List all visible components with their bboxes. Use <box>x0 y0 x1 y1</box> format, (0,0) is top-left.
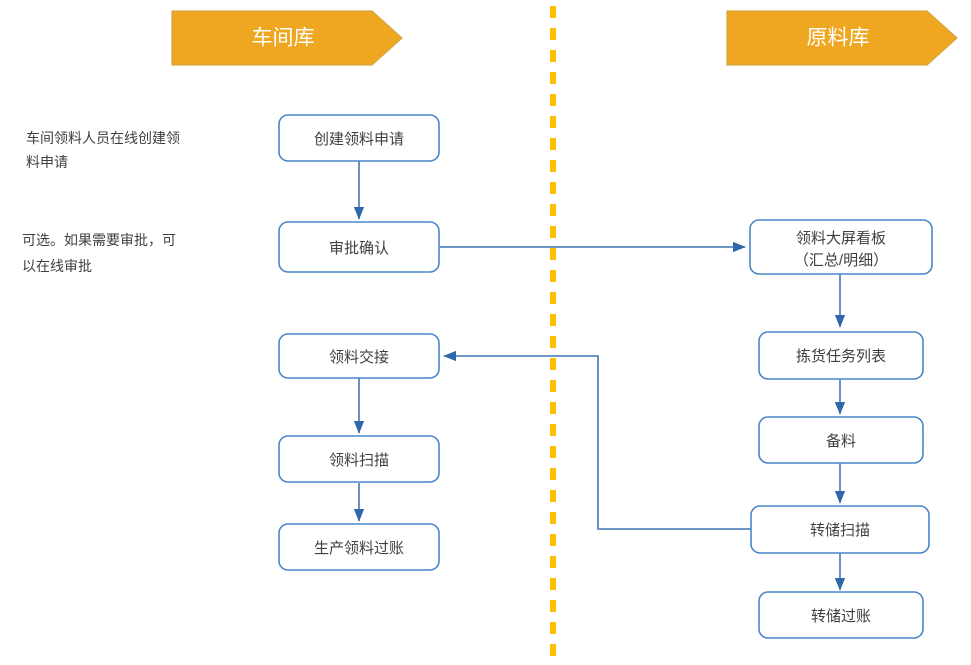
note-approve-line2: 以在线审批 <box>22 258 92 274</box>
note-create: 车间领料人员在线创建领 料申请 <box>26 130 180 170</box>
node-prepare-material[interactable]: 备料 <box>758 416 924 464</box>
note-create-line1: 车间领料人员在线创建领 <box>26 130 180 146</box>
node-transfer-posting[interactable]: 转储过账 <box>758 591 924 639</box>
note-approve: 可选。如果需要审批，可 以在线审批 <box>22 232 176 274</box>
note-approve-line1: 可选。如果需要审批，可 <box>22 232 176 248</box>
note-create-line2: 料申请 <box>26 154 68 170</box>
node-create-request[interactable]: 创建领料申请 <box>278 114 440 162</box>
connector-transferscan-to-handover <box>443 350 751 530</box>
node-dashboard-label-line1: 领料大屏看板 <box>796 229 886 247</box>
lane-banner-workshop-label: 车间库 <box>252 27 315 50</box>
node-material-handover-label: 领料交接 <box>329 348 389 366</box>
node-production-posting-label: 生产领料过账 <box>314 540 404 557</box>
lane-banner-material: 原料库 <box>726 10 958 66</box>
node-pick-task-list[interactable]: 拣货任务列表 <box>758 331 924 380</box>
node-prepare-material-label: 备料 <box>826 433 856 450</box>
node-transfer-scan[interactable]: 转储扫描 <box>750 505 930 554</box>
node-dashboard-label-line2: （汇总/明细） <box>794 252 888 269</box>
node-pick-task-list-label: 拣货任务列表 <box>796 348 886 365</box>
node-approve-confirm[interactable]: 审批确认 <box>278 221 440 273</box>
node-production-posting[interactable]: 生产领料过账 <box>278 523 440 571</box>
node-transfer-scan-label: 转储扫描 <box>810 522 870 539</box>
lane-banner-material-label: 原料库 <box>807 27 870 50</box>
node-material-scan[interactable]: 领料扫描 <box>278 435 440 483</box>
node-transfer-posting-label: 转储过账 <box>811 608 871 625</box>
node-dashboard[interactable]: 领料大屏看板 （汇总/明细） <box>749 219 933 275</box>
node-approve-confirm-label: 审批确认 <box>329 240 389 257</box>
lane-banner-workshop: 车间库 <box>171 10 403 66</box>
node-material-scan-label: 领料扫描 <box>329 452 389 469</box>
node-create-request-label: 创建领料申请 <box>314 131 404 148</box>
node-material-handover[interactable]: 领料交接 <box>278 333 440 379</box>
